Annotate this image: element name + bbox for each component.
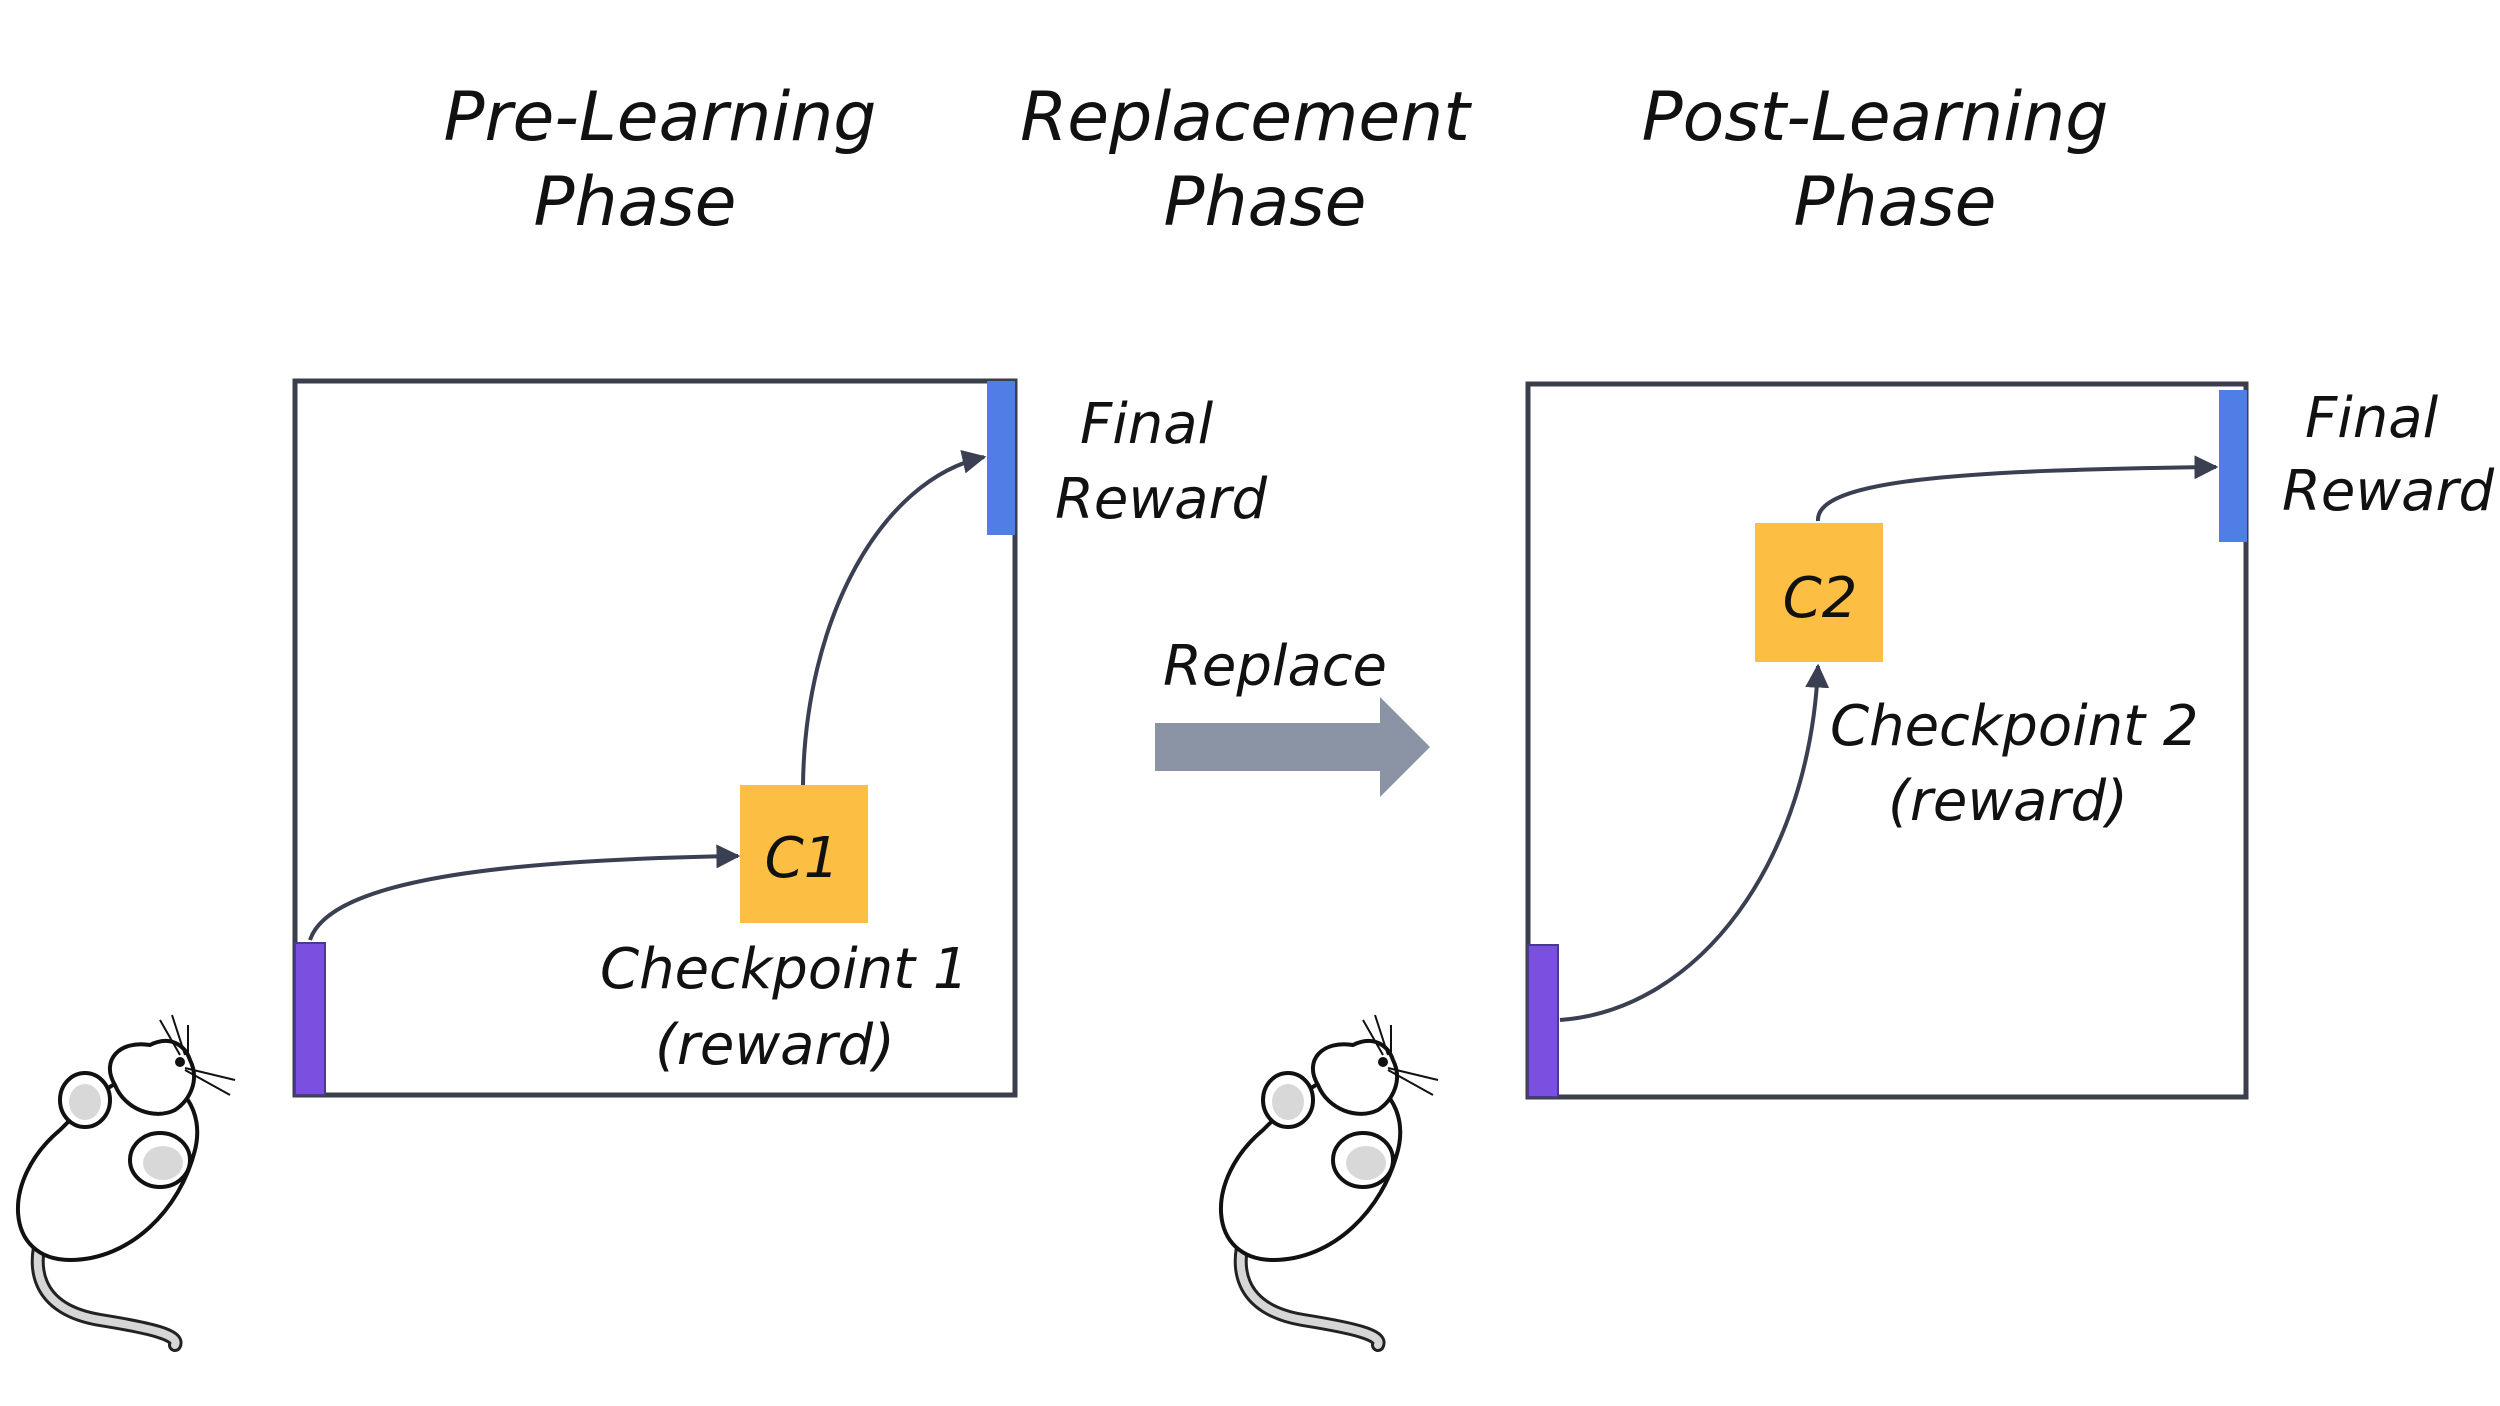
post-start-bar	[1527, 944, 1559, 1098]
checkpoint-c2-text: C2	[1783, 566, 1858, 631]
replace-arrow	[1155, 697, 1430, 797]
checkpoint-1-label-line2: (reward)	[655, 1013, 895, 1078]
pre-start-bar	[294, 942, 326, 1096]
post-path-c2-to-reward	[1815, 455, 2219, 522]
post-path-start-to-c2	[1559, 663, 1830, 1022]
post-arena-border	[1525, 381, 2249, 1100]
mouse-icon	[1221, 1015, 1438, 1345]
pre-arena-border	[292, 378, 1018, 1098]
pre-learning-title-line2: Phase	[533, 163, 736, 242]
post-final-reward-line1: Final	[2305, 386, 2439, 451]
post-final-reward-line2: Reward	[2282, 459, 2495, 524]
post-learning-panel: C2 Final Reward Checkpoint 2 (reward)	[1525, 381, 2495, 1100]
checkpoint-c1-text: C1	[765, 826, 840, 891]
pre-path-start-to-c1	[308, 844, 741, 941]
checkpoint-c2-box	[1755, 523, 1883, 662]
post-reward-bar	[2219, 390, 2247, 542]
pre-reward-bar	[987, 381, 1015, 535]
post-learning-title: Post-Learning Phase	[1642, 78, 2109, 242]
pre-path-c1-to-reward	[801, 449, 987, 786]
pre-learning-panel: C1 Final Reward Checkpoint 1 (reward)	[292, 378, 1268, 1098]
checkpoint-2-label-line2: (reward)	[1888, 769, 2128, 834]
replacement-title: Replacement Phase	[1020, 78, 1472, 242]
mouse-icon	[15, 1014, 236, 1352]
replace-arrow-label: Replace	[1163, 634, 1387, 699]
replacement-title-line1: Replacement	[1020, 78, 1472, 157]
replacement-title-line2: Phase	[1163, 163, 1366, 242]
pre-learning-title: Pre-Learning Phase	[444, 78, 877, 242]
post-learning-title-line2: Phase	[1793, 163, 1996, 242]
pre-final-reward-line2: Reward	[1055, 467, 1268, 532]
replace-arrow-group: Replace	[1155, 634, 1430, 797]
pre-final-reward-line1: Final	[1080, 392, 1214, 457]
checkpoint-1-label-line1: Checkpoint 1	[600, 937, 969, 1002]
checkpoint-2-label-line1: Checkpoint 2	[1830, 694, 2199, 759]
checkpoint-c1-box	[740, 785, 868, 923]
pre-learning-title-line1: Pre-Learning	[444, 78, 877, 157]
post-learning-title-line1: Post-Learning	[1642, 78, 2109, 157]
